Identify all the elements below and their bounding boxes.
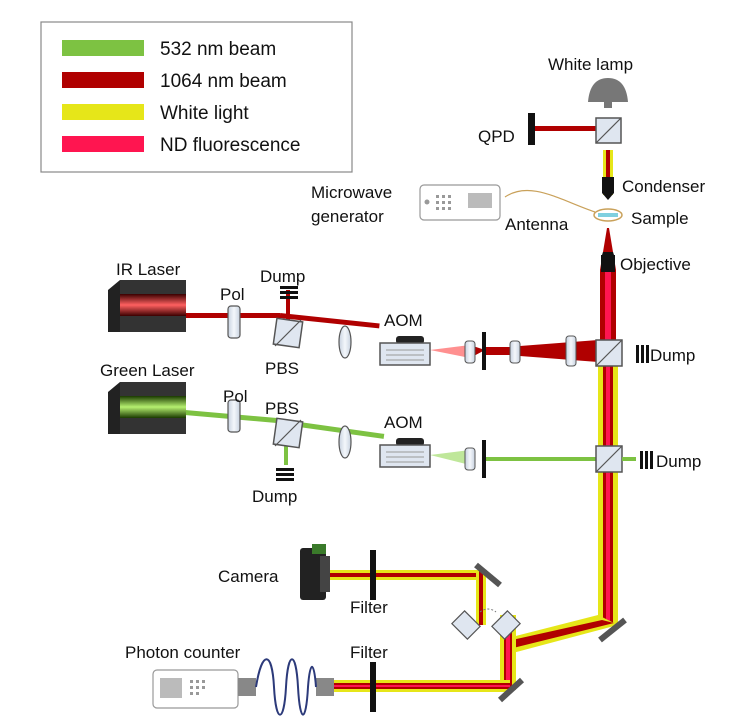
lens-ir-2-icon xyxy=(464,340,476,364)
fiber-coil-icon xyxy=(255,658,317,716)
lens-ir-4-icon xyxy=(565,335,577,367)
pbs-green-label: PBS xyxy=(265,399,299,418)
aom-ir-label: AOM xyxy=(384,311,423,330)
green-laser-label: Green Laser xyxy=(100,361,195,380)
ir-laser-label: IR Laser xyxy=(116,260,181,279)
photon-counter-label: Photon counter xyxy=(125,643,241,662)
aom-green-label: AOM xyxy=(384,413,423,432)
green-beam-to-dump xyxy=(622,457,636,461)
polarizer-ir-icon xyxy=(227,305,241,339)
microwave-label-line1: Microwave xyxy=(311,183,392,202)
camera-beam xyxy=(325,570,486,625)
lens-ir-icon xyxy=(338,325,352,359)
iris-ir-icon xyxy=(482,332,486,370)
legend-label-532: 532 nm beam xyxy=(160,39,276,60)
pbs-green-icon xyxy=(272,417,304,449)
legend-swatch-fluorescence xyxy=(62,136,144,152)
sample-icon xyxy=(593,208,623,222)
mirror-bottom-right-icon xyxy=(598,617,627,643)
ir-laser-icon xyxy=(108,280,186,332)
iris-green-icon xyxy=(482,440,486,478)
dump-right-green-icon xyxy=(640,451,653,469)
sample-label: Sample xyxy=(631,209,689,228)
pbs-ir-label: PBS xyxy=(265,359,299,378)
legend-label-1064: 1064 nm beam xyxy=(160,71,287,92)
pol-green-label: Pol xyxy=(223,387,248,406)
antenna-wire xyxy=(504,189,596,213)
dichroic-green-icon xyxy=(595,445,623,473)
dump-green-bottom-icon xyxy=(276,468,294,481)
lens-green-icon xyxy=(338,425,352,459)
microwave-label-line2: generator xyxy=(311,207,384,226)
qpd-label: QPD xyxy=(478,127,515,146)
filter-camera-label: Filter xyxy=(350,598,388,617)
legend-label-fluorescence: ND fluorescence xyxy=(160,135,300,156)
condenser-icon xyxy=(602,177,614,200)
photon-counter-icon xyxy=(152,669,334,709)
mirror-photon-icon xyxy=(497,677,525,703)
dump-ir-top-icon xyxy=(280,286,298,299)
legend-swatch-1064 xyxy=(62,72,144,88)
lens-ir-3-icon xyxy=(509,340,521,364)
green-laser-icon xyxy=(108,382,186,434)
dump-right-ir-label: Dump xyxy=(650,346,695,365)
filter-photon-icon xyxy=(370,662,376,712)
main-column-beam xyxy=(598,150,618,625)
camera-label: Camera xyxy=(218,567,279,586)
mirror-camera-icon xyxy=(474,562,502,588)
dump-ir-top-label: Dump xyxy=(260,267,305,286)
objective-icon xyxy=(601,252,615,272)
antenna-label: Antenna xyxy=(505,215,569,234)
dump-right-ir-icon xyxy=(636,345,649,363)
white-lamp-icon xyxy=(588,78,628,108)
filter-photon-label: Filter xyxy=(350,643,388,662)
legend: 532 nm beam 1064 nm beam White light ND … xyxy=(40,21,353,173)
legend-swatch-532 xyxy=(62,40,144,56)
photon-beam xyxy=(330,680,510,692)
pbs-ir-icon xyxy=(272,317,304,349)
dichroic-ir-icon xyxy=(595,339,623,367)
qpd-icon xyxy=(528,113,535,145)
qpd-beam xyxy=(535,126,599,131)
white-lamp-label: White lamp xyxy=(548,55,633,74)
condenser-label: Condenser xyxy=(622,177,706,196)
top-beam-splitter-icon xyxy=(595,117,622,144)
polarizer-green-icon xyxy=(227,399,241,433)
aom-green-icon xyxy=(379,438,431,468)
objective-label: Objective xyxy=(620,255,691,274)
dump-right-green-label: Dump xyxy=(656,452,701,471)
aom-ir-icon xyxy=(379,336,431,366)
lens-green-2-icon xyxy=(464,447,476,471)
pol-ir-label: Pol xyxy=(220,285,245,304)
dump-green-bottom-label: Dump xyxy=(252,487,297,506)
legend-label-white: White light xyxy=(160,103,249,124)
flip-mirror-icon xyxy=(451,608,521,640)
legend-swatch-white xyxy=(62,104,144,120)
camera-icon xyxy=(300,544,330,600)
filter-camera-icon xyxy=(370,550,376,600)
microwave-generator-icon xyxy=(419,184,501,221)
